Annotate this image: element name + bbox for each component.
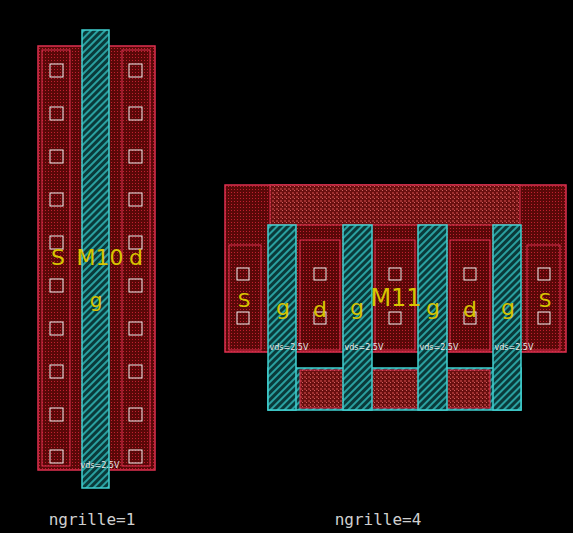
terminal-label: S — [51, 247, 65, 269]
terminal-label: g — [350, 297, 364, 319]
terminal-label: g — [501, 297, 515, 319]
terminal-label: g — [276, 297, 290, 319]
caption-label: ngrille=1 — [49, 512, 136, 528]
terminal-label: S — [539, 290, 552, 310]
device-name: M10 — [77, 247, 124, 269]
terminal-label: d — [313, 299, 327, 321]
terminal-label: g — [426, 297, 440, 319]
caption-label: ngrille=4 — [335, 512, 422, 528]
device-name: M11 — [370, 286, 421, 310]
terminal-label: d — [129, 247, 143, 269]
terminal-label: S — [238, 290, 251, 310]
parameter-note: vds=2.5V — [81, 462, 120, 470]
transistor-m11 — [225, 185, 566, 410]
parameter-note: vds=2.5V — [420, 344, 459, 352]
parameter-note: vds=2.5V — [270, 344, 309, 352]
transistor-m10 — [38, 30, 155, 488]
parameter-note: vds=2.5V — [345, 344, 384, 352]
parameter-note: vds=2.5V — [495, 344, 534, 352]
terminal-label: g — [90, 290, 103, 310]
terminal-label: d — [463, 299, 477, 321]
